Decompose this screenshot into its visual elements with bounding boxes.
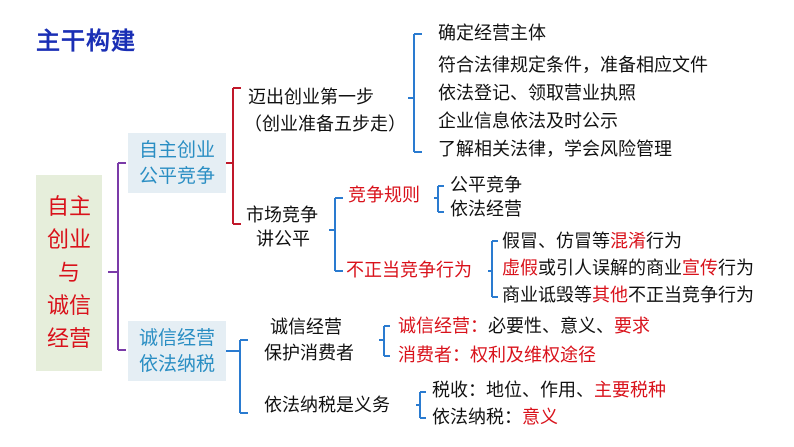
text-span: 或引人误解的商业 — [538, 258, 682, 279]
highlight-span: 意义 — [522, 407, 558, 428]
branch2-bracket — [226, 339, 248, 414]
root-line: 创业 — [46, 227, 91, 253]
text-span: 依法纳税： — [432, 407, 522, 428]
step1-item: 了解相关法律，学会风险管理 — [438, 139, 672, 160]
highlight-span: 要求 — [614, 316, 650, 337]
branch1-bracket — [226, 87, 241, 225]
step1-sublabel: （创业准备五步走） — [244, 114, 406, 135]
integrity-label: 保护消费者 — [264, 343, 354, 364]
market-label: 市场竞争 — [246, 205, 318, 226]
root-line: 经营 — [46, 326, 91, 352]
text-span: 行为 — [646, 231, 682, 252]
tax-label: 依法纳税是义务 — [264, 395, 390, 416]
branch1-line: 公平竞争 — [138, 165, 215, 187]
unfair-bracket — [488, 240, 498, 298]
integrity-label: 诚信经营 — [270, 317, 342, 338]
unfair-item: 假冒、仿冒等混淆行为 — [502, 232, 682, 252]
step1-item: 依法登记、领取营业执照 — [438, 83, 636, 104]
unfair-item: 虚假或引人误解的商业宣传行为 — [502, 259, 754, 279]
root-line: 诚信 — [46, 293, 91, 319]
highlight-span: 宣传 — [682, 258, 718, 279]
highlight-span: 混淆 — [610, 231, 646, 252]
branch1-line: 自主创业 — [138, 139, 215, 161]
rules-bracket — [434, 185, 444, 213]
step1-item: 确定经营主体 — [438, 23, 546, 44]
market-bracket — [329, 197, 343, 272]
root-line: 自主 — [46, 194, 91, 220]
branch2-node: 诚信经营 依法纳税 — [128, 321, 226, 381]
tax-item: 依法纳税：意义 — [432, 408, 558, 428]
rules-item: 依法经营 — [450, 199, 522, 220]
market-label: 讲公平 — [256, 229, 310, 250]
text-span: 不正当竞争行为 — [628, 285, 754, 306]
text-span: 税收：地位、作用、 — [432, 380, 594, 401]
branch1-node: 自主创业 公平竞争 — [128, 133, 226, 193]
unfair-label: 不正当竞争行为 — [346, 260, 472, 281]
step1-label: 迈出创业第一步 — [248, 87, 374, 108]
highlight-span: 虚假 — [502, 258, 538, 279]
rules-item: 公平竞争 — [450, 175, 522, 196]
page-title: 主干构建 — [36, 27, 136, 55]
tax-bracket — [416, 391, 426, 419]
root-line: 与 — [57, 260, 80, 286]
highlight-span: 其他 — [592, 285, 628, 306]
text-span: 假冒、仿冒等 — [502, 231, 610, 252]
branch2-line: 诚信经营 — [138, 327, 215, 349]
branch2-line: 依法纳税 — [138, 353, 215, 375]
tax-item: 税收：地位、作用、主要税种 — [432, 381, 666, 401]
integrity-item: 消费者：权利及维权途径 — [398, 345, 596, 366]
unfair-item: 商业诋毁等其他不正当竞争行为 — [502, 286, 754, 306]
highlight-span: 诚信经营： — [398, 316, 488, 337]
rules-label: 竞争规则 — [348, 185, 420, 206]
root-node: 自主 创业 与 诚信 经营 — [36, 175, 102, 371]
integrity-item: 诚信经营：必要性、意义、要求 — [398, 317, 650, 337]
step1-item: 符合法律规定条件，准备相应文件 — [438, 55, 708, 76]
highlight-span: 主要税种 — [594, 380, 666, 401]
integrity-bracket — [379, 325, 390, 357]
text-span: 行为 — [718, 258, 754, 279]
root-bracket — [108, 162, 126, 351]
step1-bracket — [408, 33, 422, 153]
text-span: 必要性、意义、 — [488, 316, 614, 337]
step1-item: 企业信息依法及时公示 — [438, 111, 618, 132]
text-span: 商业诋毁等 — [502, 285, 592, 306]
